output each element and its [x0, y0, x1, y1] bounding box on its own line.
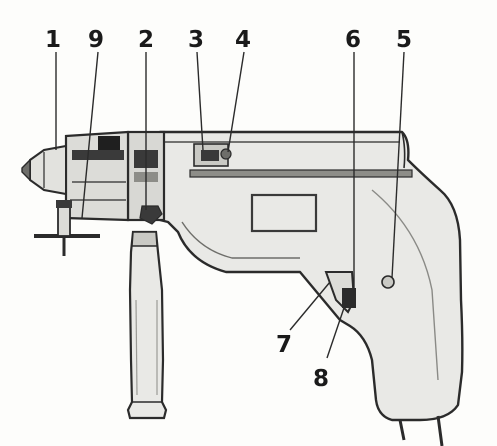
part-number-7: 7: [276, 332, 292, 358]
leader-7: [289, 281, 331, 331]
part-number-1: 1: [45, 27, 61, 53]
leader-lines: [55, 51, 405, 359]
part-numbers: 1 9 2 3 4 6 5 7 8: [45, 27, 412, 392]
part-number-6: 6: [345, 27, 361, 53]
drill-housing: [158, 130, 464, 422]
part-number-2: 2: [138, 27, 154, 53]
chuck-key: [34, 200, 100, 256]
part-number-8: 8: [313, 366, 329, 392]
leader-4: [227, 51, 245, 153]
power-cable: [398, 415, 444, 446]
side-handle: [126, 230, 168, 420]
leader-3: [196, 51, 204, 151]
leader-8: [326, 301, 347, 359]
part-number-3: 3: [188, 27, 204, 53]
leader-9: [81, 51, 99, 219]
leader-5: [391, 51, 405, 279]
part-number-5: 5: [396, 27, 412, 53]
chuck: [21, 130, 130, 222]
part-number-9: 9: [88, 27, 104, 53]
part-number-4: 4: [235, 27, 251, 53]
trigger-assembly: [324, 271, 395, 314]
